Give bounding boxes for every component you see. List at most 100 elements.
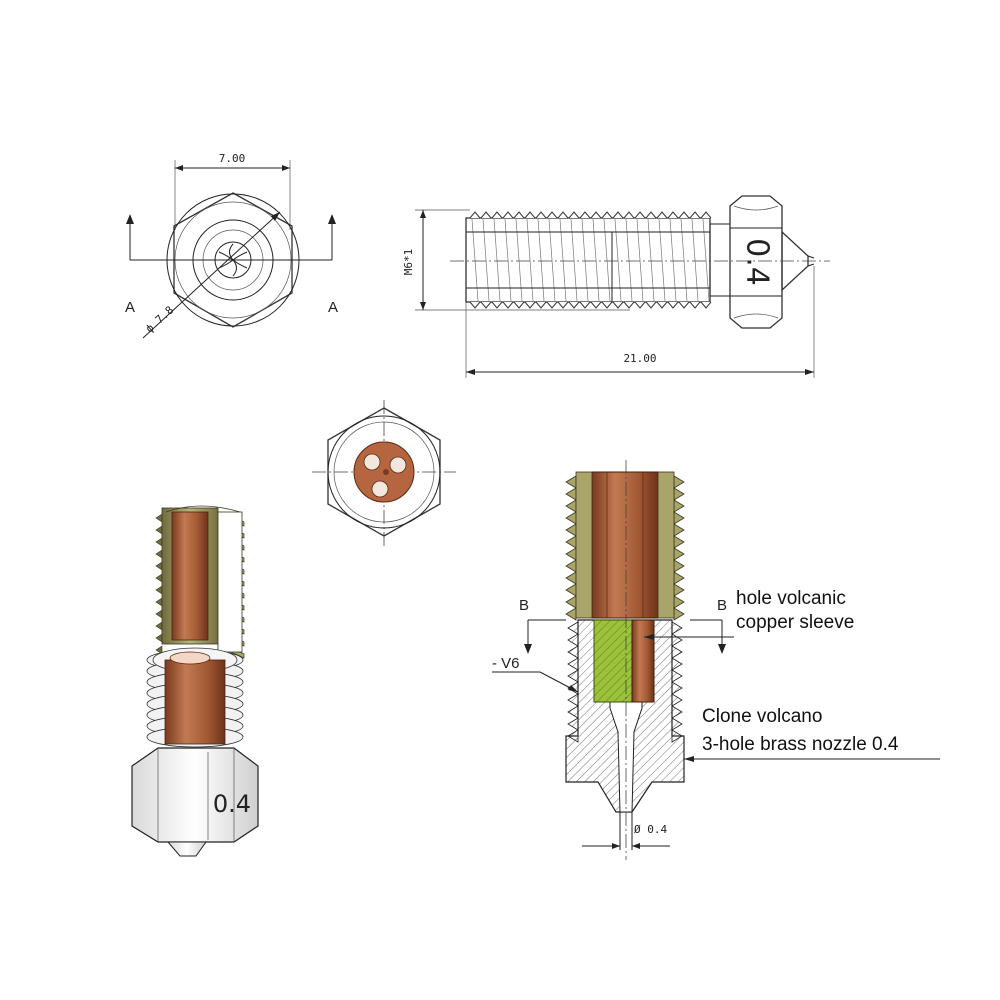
section-tooth	[671, 657, 683, 671]
thread-line	[625, 218, 633, 302]
callout-nozzle-line1: Clone volcano	[702, 706, 822, 727]
section-tooth	[567, 717, 579, 731]
section-tooth	[565, 595, 577, 609]
thread-crest	[700, 301, 712, 309]
section-tooth	[673, 583, 685, 597]
thread-line	[636, 218, 644, 302]
iso-thread	[155, 549, 163, 559]
section-tooth	[565, 487, 577, 501]
callouts: hole volcanic copper sleeve Clone volcan…	[644, 588, 940, 762]
iso-thread	[155, 537, 163, 547]
thread-line	[614, 218, 622, 302]
section-label-a-right: A	[328, 299, 338, 316]
iso-size-marking: 0.4	[213, 790, 251, 818]
thread-crest	[513, 211, 525, 219]
section-tooth	[671, 621, 683, 635]
section-tooth	[671, 693, 683, 707]
thread-line	[647, 218, 655, 302]
thread-crest	[579, 211, 591, 219]
thread-crest	[524, 211, 536, 219]
iso-thread	[155, 525, 163, 535]
thread-line	[482, 218, 490, 302]
iso-thread	[155, 609, 163, 619]
thread-crest	[689, 211, 701, 219]
thread-crest	[579, 301, 591, 309]
orifice-dimension: Ø 0.4	[634, 823, 667, 836]
thread-line	[559, 218, 567, 302]
thread-crest	[557, 211, 569, 219]
callout-nozzle-line2: 3-hole brass nozzle 0.4	[702, 734, 899, 755]
callout-sleeve-line1: hole volcanic	[736, 588, 846, 609]
thread-crest	[623, 301, 635, 309]
section-tooth	[567, 705, 579, 719]
thread-line	[493, 218, 501, 302]
section-tooth	[565, 571, 577, 585]
thread-crest	[656, 211, 668, 219]
thread-crest	[634, 211, 646, 219]
section-tooth	[673, 523, 685, 537]
section-tooth	[671, 705, 683, 719]
section-tooth	[673, 595, 685, 609]
section-label-b-right: B	[717, 597, 727, 614]
iso-thread	[155, 573, 163, 583]
end-view	[312, 400, 456, 548]
thread-line	[603, 218, 611, 302]
section-tooth	[565, 499, 577, 513]
thread-crest	[535, 211, 547, 219]
thread-line	[537, 218, 545, 302]
section-tooth	[565, 475, 577, 489]
thread-crest	[568, 301, 580, 309]
section-tooth	[671, 681, 683, 695]
thread-crest	[590, 301, 602, 309]
side-view: M6*1 0.4 21.00	[402, 195, 830, 378]
iso-thread	[155, 645, 163, 655]
iso-thread	[155, 513, 163, 523]
thread-crest	[590, 211, 602, 219]
thread-crest	[623, 211, 635, 219]
section-label-b-left: B	[519, 597, 529, 614]
section-teeth-right	[671, 475, 685, 743]
thread-line	[691, 218, 699, 302]
thread-crest	[634, 301, 646, 309]
thread-crest	[546, 211, 558, 219]
width-dimension: 7.00	[219, 152, 246, 165]
thread-line	[471, 218, 479, 302]
section-tooth	[671, 717, 683, 731]
section-tooth	[673, 499, 685, 513]
section-tooth	[673, 607, 685, 621]
thread-crest	[491, 301, 503, 309]
iso-cutaway-view: 0.4	[131, 505, 259, 857]
thread-crest	[601, 301, 613, 309]
thread-crest	[491, 211, 503, 219]
thread-crest	[546, 301, 558, 309]
section-tooth	[671, 669, 683, 683]
section-tooth	[671, 633, 683, 647]
thread-line	[526, 218, 534, 302]
thread-crest	[535, 301, 547, 309]
section-tooth	[673, 487, 685, 501]
thread-crest	[678, 211, 690, 219]
section-tooth	[567, 669, 579, 683]
side-size-marking: 0.4	[740, 238, 775, 286]
section-tooth	[565, 523, 577, 537]
diameter-dimension: ϕ 7.8	[143, 303, 176, 335]
thread-crest	[480, 301, 492, 309]
thread-crest	[568, 211, 580, 219]
iso-thread	[155, 621, 163, 631]
section-tooth	[567, 645, 579, 659]
thread-crest	[557, 301, 569, 309]
thread-line	[504, 218, 512, 302]
thread-line	[581, 218, 589, 302]
thread-line	[702, 218, 710, 302]
section-tooth	[673, 535, 685, 549]
thread-crest	[645, 301, 657, 309]
top-view: 7.00 A A ϕ 7.8	[125, 152, 338, 339]
thread-crest	[645, 211, 657, 219]
thread-line	[658, 218, 666, 302]
thread-line	[548, 218, 556, 302]
section-tooth	[565, 547, 577, 561]
section-tooth	[673, 559, 685, 573]
thread-crest	[513, 301, 525, 309]
thread-line	[680, 218, 688, 302]
